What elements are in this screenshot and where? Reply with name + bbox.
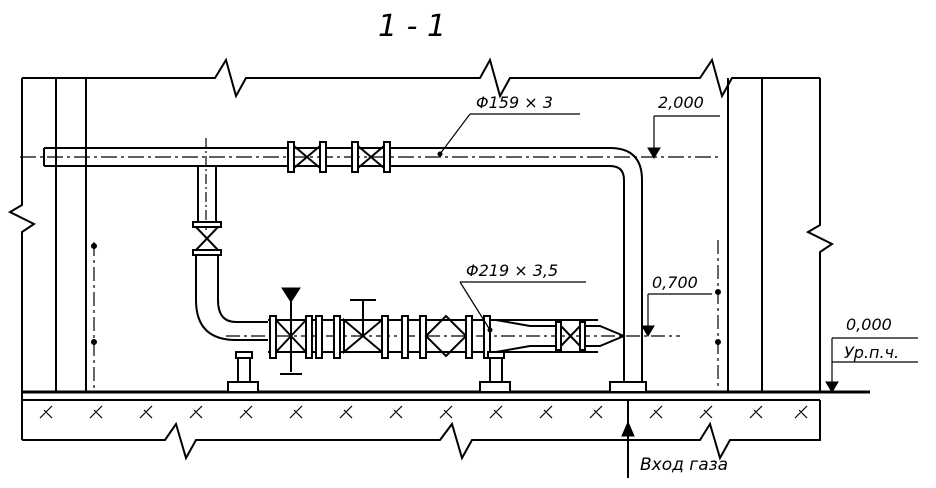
upper-valves: [287, 141, 391, 173]
gas-inlet-label: Вход газа: [640, 455, 728, 475]
lower-pipe-leader: [459, 281, 586, 333]
elevation-zero: 0,000: [846, 315, 892, 334]
lower-pipe-label: Φ219 × 3,5: [466, 261, 558, 280]
vertical-branch: [192, 138, 268, 341]
upper-pipe-label: Φ159 × 3: [476, 93, 553, 112]
upper-pipe-leader: [437, 113, 580, 157]
floor-level-label: Ур.п.ч.: [844, 343, 899, 362]
upper-pipe: [20, 147, 720, 382]
elevation-mid: 0,700: [652, 273, 698, 292]
elevation-zero-mark: [825, 337, 918, 393]
elevation-top-mark: [647, 115, 720, 159]
room-walls: [7, 57, 870, 461]
floor-hatching: [39, 405, 808, 419]
elevation-mid-mark: [641, 293, 712, 337]
elevation-top: 2,000: [658, 93, 704, 112]
gas-inlet-arrow: [621, 400, 635, 478]
center-lines: [91, 240, 721, 390]
pipe-supports: [227, 351, 647, 393]
section-title: 1 - 1: [378, 9, 446, 44]
lower-pipe: [226, 287, 680, 375]
